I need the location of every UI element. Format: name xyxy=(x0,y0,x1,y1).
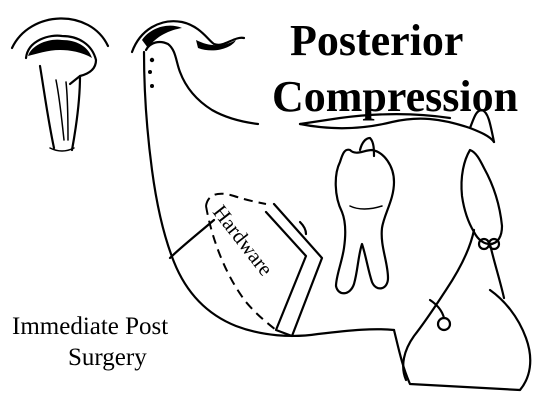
incisor-symphysis xyxy=(403,150,504,380)
condyle-frontal-view xyxy=(12,18,108,151)
molar-tooth xyxy=(336,138,394,293)
condyle-sagittal-view xyxy=(132,21,258,124)
caption-line-1: Immediate Post xyxy=(12,313,168,340)
caption-line-2: Surgery xyxy=(68,344,147,371)
title-line-1: Posterior xyxy=(290,16,463,65)
